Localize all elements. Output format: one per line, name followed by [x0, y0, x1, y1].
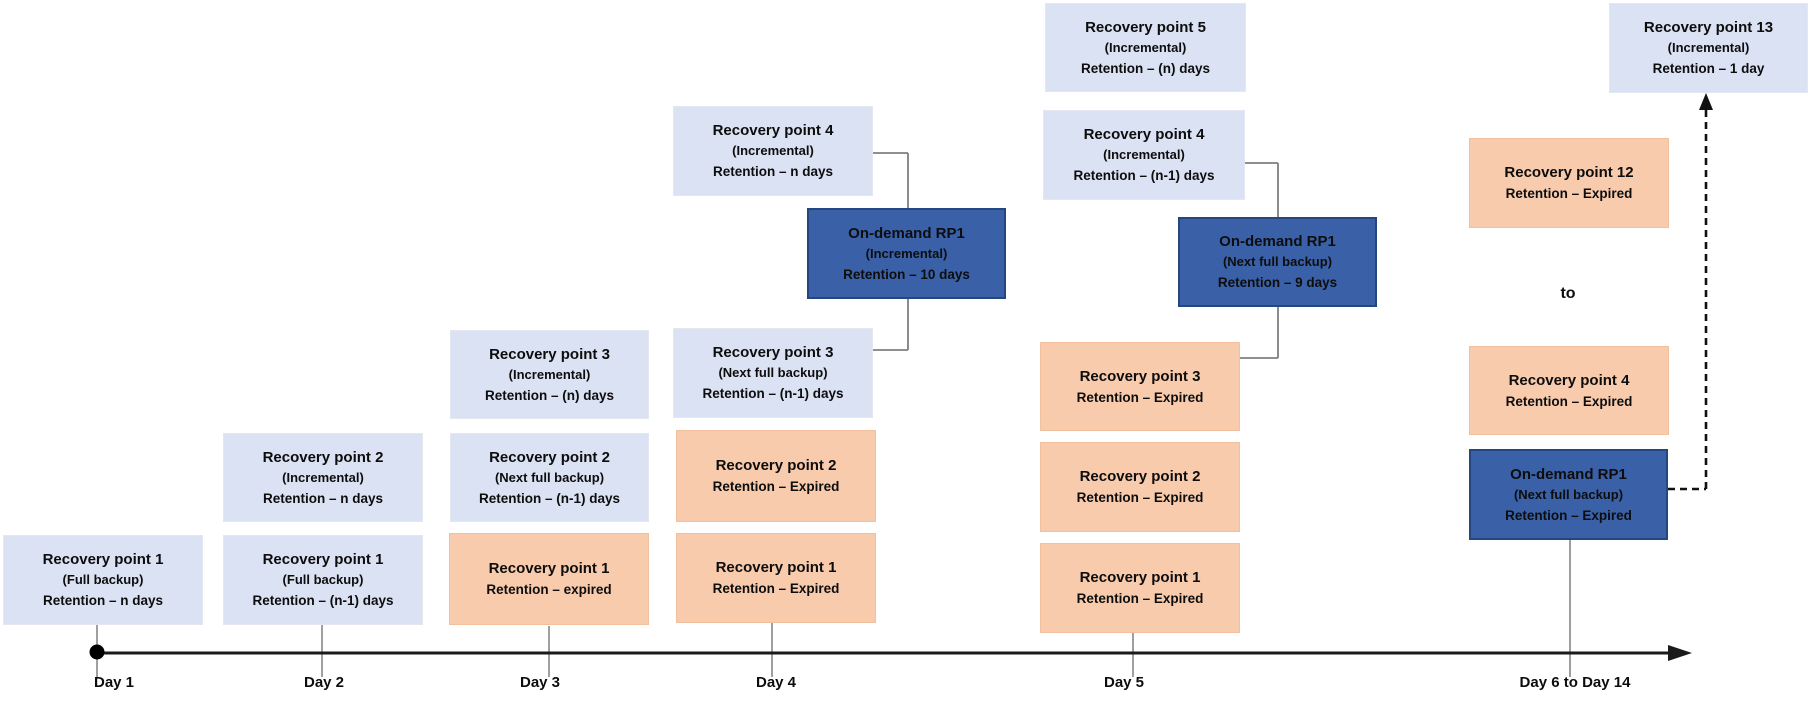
box-title: Recovery point 4	[712, 122, 834, 139]
box-title: Recovery point 4	[1508, 371, 1630, 389]
box-title: Recovery point 2	[489, 448, 610, 466]
dashed-arrow-on-demand-to-rp13	[1668, 104, 1708, 491]
box-retention: Retention – (n) days	[1080, 60, 1210, 76]
axis-arrowhead	[1668, 645, 1692, 661]
day5-recovery-point-3-expired-box: Recovery point 3 Retention – Expired	[1040, 342, 1240, 431]
day5-recovery-point-2-expired-box: Recovery point 2 Retention – Expired	[1040, 442, 1240, 532]
box-title: Recovery point 12	[1504, 164, 1634, 181]
box-retention: Retention – n days	[42, 593, 164, 608]
box-title: Recovery point 1	[42, 551, 164, 568]
day4-recovery-point-2-expired-box: Recovery point 2 Retention – Expired	[676, 430, 876, 522]
box-title: Recovery point 1	[1079, 569, 1201, 586]
box-retention: Retention – 10 days	[843, 266, 970, 282]
box-title: Recovery point 13	[1643, 19, 1774, 36]
axis-label-day2: Day 2	[303, 674, 345, 691]
dashed-arrowhead-up	[1699, 93, 1713, 110]
box-subtitle: (Incremental)	[1103, 147, 1185, 162]
box-subtitle: (Incremental)	[1667, 40, 1750, 55]
box-subtitle: (Next full backup)	[718, 365, 828, 380]
box-retention: Retention – Expired	[1076, 389, 1204, 405]
box-retention: Retention – (n-1) days	[702, 386, 844, 401]
box-retention: Retention – Expired	[1505, 507, 1632, 523]
day4-on-demand-rp1-box: On-demand RP1 (Incremental) Retention – …	[807, 208, 1006, 299]
day4-recovery-point-4-box: Recovery point 4 (Incremental) Retention…	[673, 106, 873, 196]
day6-14-on-demand-rp1-expired-box: On-demand RP1 (Next full backup) Retenti…	[1469, 449, 1668, 540]
day4-recovery-point-3-box: Recovery point 3 (Next full backup) Rete…	[673, 328, 873, 418]
box-title: Recovery point 2	[715, 457, 837, 474]
day6-14-recovery-point-12-expired-box: Recovery point 12 Retention – Expired	[1469, 138, 1669, 228]
box-title: Recovery point 1	[488, 560, 610, 577]
axis-label-day6-14: Day 6 to Day 14	[1519, 674, 1631, 691]
box-retention: Retention – Expired	[1076, 591, 1204, 606]
box-title: Recovery point 5	[1085, 18, 1206, 36]
box-title: Recovery point 1	[262, 551, 384, 568]
axis-label-day1: Day 1	[93, 674, 135, 691]
box-subtitle: (Full backup)	[62, 572, 144, 587]
box-retention: Retention – (n-1) days	[1073, 168, 1215, 183]
box-retention: Retention – (n-1) days	[478, 490, 621, 506]
box-retention: Retention – 9 days	[1217, 275, 1338, 290]
box-subtitle: (Incremental)	[732, 143, 814, 158]
day2-recovery-point-2-box: Recovery point 2 (Incremental) Retention…	[223, 433, 423, 522]
day3-recovery-point-1-expired-box: Recovery point 1 Retention – expired	[449, 533, 649, 625]
box-subtitle: (Full backup)	[282, 572, 364, 587]
box-title: Recovery point 4	[1083, 126, 1205, 143]
day2-recovery-point-1-box: Recovery point 1 (Full backup) Retention…	[223, 535, 423, 625]
day1-recovery-point-1-box: Recovery point 1 (Full backup) Retention…	[3, 535, 203, 625]
box-retention: Retention – (n) days	[484, 387, 614, 403]
range-separator-label: to	[1560, 285, 1576, 302]
box-title: Recovery point 3	[1079, 367, 1201, 385]
day3-recovery-point-3-box: Recovery point 3 (Incremental) Retention…	[450, 330, 649, 419]
box-retention: Retention – Expired	[712, 581, 840, 596]
day5-recovery-point-5-box: Recovery point 5 (Incremental) Retention…	[1045, 3, 1246, 92]
box-subtitle: (Incremental)	[508, 366, 591, 382]
box-retention: Retention – Expired	[1505, 186, 1633, 201]
day3-recovery-point-2-box: Recovery point 2 (Next full backup) Rete…	[450, 433, 649, 522]
box-title: Recovery point 3	[489, 345, 610, 363]
box-retention: Retention – Expired	[1076, 490, 1204, 505]
box-subtitle: (Incremental)	[865, 245, 948, 261]
axis-label-day4: Day 4	[755, 674, 797, 691]
box-title: Recovery point 2	[262, 448, 384, 466]
box-retention: Retention – Expired	[1505, 393, 1633, 409]
box-retention: Retention – n days	[262, 490, 384, 506]
day5-recovery-point-4-box: Recovery point 4 (Incremental) Retention…	[1043, 110, 1245, 200]
day1-start-dot	[89, 644, 105, 660]
box-retention: Retention – (n-1) days	[252, 593, 394, 608]
box-retention: Retention – Expired	[712, 479, 840, 494]
axis-label-day3: Day 3	[519, 674, 561, 691]
box-subtitle: (Incremental)	[1104, 39, 1187, 55]
day5-on-demand-rp1-box: On-demand RP1 (Next full backup) Retenti…	[1178, 217, 1377, 307]
box-title: On-demand RP1	[848, 224, 965, 242]
box-title: On-demand RP1	[1510, 465, 1627, 483]
box-subtitle: (Next full backup)	[1222, 254, 1333, 269]
box-retention: Retention – n days	[712, 164, 834, 179]
box-subtitle: (Incremental)	[282, 469, 364, 485]
day6-14-recovery-point-4-expired-box: Recovery point 4 Retention – Expired	[1469, 346, 1669, 435]
box-subtitle: (Next full backup)	[1513, 486, 1624, 502]
box-title: Recovery point 2	[1079, 468, 1201, 485]
day5-recovery-point-1-expired-box: Recovery point 1 Retention – Expired	[1040, 543, 1240, 633]
day6-14-recovery-point-13-box: Recovery point 13 (Incremental) Retentio…	[1609, 3, 1808, 93]
box-title: Recovery point 3	[712, 344, 834, 361]
box-retention: Retention – 1 day	[1652, 61, 1765, 76]
axis-label-day5: Day 5	[1103, 674, 1145, 691]
day4-recovery-point-1-expired-box: Recovery point 1 Retention – Expired	[676, 533, 876, 623]
box-retention: Retention – expired	[486, 582, 612, 597]
box-title: On-demand RP1	[1219, 233, 1336, 250]
box-title: Recovery point 1	[715, 559, 837, 576]
box-subtitle: (Next full backup)	[494, 469, 605, 485]
